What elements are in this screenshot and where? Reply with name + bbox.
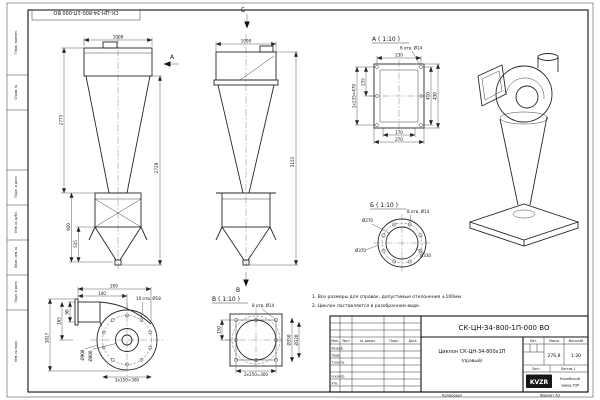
tb-header-date: Дата bbox=[408, 339, 416, 343]
detail-a-dim-410: 410 bbox=[426, 92, 431, 100]
volute-dim-d800: Ø800 bbox=[88, 350, 93, 361]
detail-v-dim-d350: Ø350 bbox=[287, 334, 292, 345]
drawing-frame: Перв. примен. Справ. № Подп. и дата Инв.… bbox=[6, 2, 594, 398]
tb-product-name-2: (правый) bbox=[461, 357, 482, 364]
detail-a-dim-230: 230 bbox=[395, 53, 403, 58]
detail-a-dim-pitch: 2х235=470 bbox=[352, 84, 357, 108]
detail-a-holes-label: 6 отв. Ø14 bbox=[400, 46, 423, 51]
detail-a-dim-235: 235 bbox=[361, 78, 366, 86]
detail-a-dim-270: 270 bbox=[395, 137, 403, 142]
margin-label-3: Подп. и дата bbox=[14, 176, 18, 197]
tb-header-doc: № докум. bbox=[360, 339, 375, 343]
volute-dim-pitch: 2х150=300 bbox=[115, 378, 139, 383]
margin-label-1: Перв. примен. bbox=[14, 30, 18, 53]
company-logo-box bbox=[526, 374, 552, 388]
volute-holes-label: 10 отв. Ø18 bbox=[136, 296, 161, 301]
cyclone-front-view: 1008 2775 910 535 2729 А bbox=[59, 34, 179, 270]
tb-mass-label: Масса bbox=[549, 339, 559, 343]
detail-v-holes-label: 8 отв. Ø14 bbox=[252, 303, 275, 308]
detail-b-title: Б ( 1:10 ) bbox=[370, 202, 398, 209]
top-designation-stamp: СК-ЦН-34-800-1П-000 ВО bbox=[53, 9, 118, 15]
company-logo-text: KVZR bbox=[530, 379, 549, 386]
volute-view: 200 140 90 165 10 отв. Ø18 1027 Ø906 Ø80… bbox=[45, 284, 164, 383]
tb-scale-value: 1:20 bbox=[571, 353, 581, 359]
tb-designation: СК-ЦН-34-800-1П-000 ВО bbox=[458, 324, 550, 332]
detail-b-dim-d270: Ø270 bbox=[362, 218, 373, 223]
side-view-arrow-top-label: Б bbox=[241, 7, 245, 14]
tb-scale-label: Масштаб bbox=[569, 339, 584, 343]
side-view-arrow-bottom-label: В bbox=[236, 287, 240, 294]
notes: 1. Все размеры для справок, допустимые о… bbox=[312, 294, 462, 309]
margin-label-7: Инв. № подл. bbox=[14, 340, 18, 361]
volute-dim-90: 90 bbox=[65, 309, 70, 315]
front-dim-bunker: 910 bbox=[66, 223, 71, 231]
tb-sheets-label: Листов 1 bbox=[561, 367, 576, 371]
detail-v-dim-150: 150 bbox=[217, 326, 222, 334]
note-line-1: 1. Все размеры для справок, допустимые о… bbox=[312, 294, 462, 300]
note-line-2: 2. Циклон поставляется в разобранном вид… bbox=[312, 303, 420, 309]
side-dim-height: 3155 bbox=[290, 156, 295, 167]
detail-b-view: Б ( 1:10 ) 8 отв. Ø14 Ø270 Ø370 Ø330 bbox=[355, 202, 431, 272]
tb-lit-label: Лит. bbox=[530, 339, 537, 343]
tb-row-nkontr: Н.контр. bbox=[332, 375, 346, 379]
margin-label-5: Взам. инв. № bbox=[14, 246, 18, 267]
tb-header-izm: Изм. bbox=[331, 339, 338, 343]
volute-dim-200: 200 bbox=[110, 284, 118, 289]
detail-a-title: А ( 1:10 ) bbox=[372, 36, 400, 43]
front-dim-height-right: 2729 bbox=[154, 162, 159, 173]
detail-b-holes-label: 8 отв. Ø14 bbox=[407, 209, 430, 214]
volute-dim-d906: Ø906 bbox=[80, 349, 85, 360]
front-dim-cone: 535 bbox=[73, 240, 78, 248]
front-dim-height-total: 2775 bbox=[59, 114, 64, 125]
footer-format-label: Формат А3 bbox=[540, 394, 560, 398]
detail-a-dim-170: 170 bbox=[395, 130, 403, 135]
tb-row-prov: Пров. bbox=[332, 354, 341, 358]
tb-sheet-label: Лист bbox=[532, 367, 540, 371]
cyclone-isometric-view bbox=[468, 53, 580, 247]
detail-b-dim-d330: Ø330 bbox=[420, 253, 431, 258]
tb-row-razrab: Разраб. bbox=[332, 347, 344, 351]
detail-a-dim-430: 430 bbox=[433, 92, 438, 100]
margin-label-6: Подп. и дата bbox=[14, 281, 18, 302]
front-view-arrow-label: А bbox=[170, 54, 175, 61]
detail-v-dim-pitch: 2х150=300 bbox=[244, 372, 268, 377]
volute-dim-140: 140 bbox=[98, 291, 106, 296]
tb-row-utv: Утв. bbox=[332, 382, 339, 386]
footer-copy-label: Копировал bbox=[442, 394, 462, 398]
tb-row-tkontr: Т.контр. bbox=[331, 361, 345, 365]
front-dim-width: 1008 bbox=[113, 34, 124, 39]
tb-company-line-2: завод РЗР bbox=[561, 384, 579, 388]
title-block: Изм. Лист № докум. Подп. Дата Разраб. Пр… bbox=[329, 315, 589, 393]
detail-a-view: А ( 1:10 ) 6 отв. Ø14 230 235 2х235=470 … bbox=[352, 36, 440, 144]
detail-v-title: В ( 1:10 ) bbox=[212, 296, 240, 303]
tb-header-sign: Подп. bbox=[389, 339, 398, 343]
margin-label-4: Инв. № дубл. bbox=[14, 211, 18, 232]
detail-v-dim-d320: Ø320 bbox=[294, 334, 299, 345]
tb-product-name: Циклон СК-ЦН-34-800х1П bbox=[438, 349, 505, 355]
detail-v-view: В ( 1:10 ) 8 отв. Ø14 150 2х150=300 Ø350… bbox=[212, 296, 301, 377]
cyclone-side-view: Б 1090 3155 В bbox=[213, 7, 298, 294]
margin-label-2: Справ. № bbox=[14, 84, 18, 99]
volute-dim-165: 165 bbox=[57, 317, 62, 325]
tb-mass-value: 276,8 bbox=[548, 353, 561, 359]
detail-b-dim-d370: Ø370 bbox=[355, 248, 366, 253]
side-dim-width: 1090 bbox=[241, 38, 252, 43]
tb-header-list: Лист bbox=[342, 339, 350, 343]
tb-company-line-1: Копейский bbox=[560, 377, 580, 381]
volute-dim-1027: 1027 bbox=[45, 332, 50, 343]
